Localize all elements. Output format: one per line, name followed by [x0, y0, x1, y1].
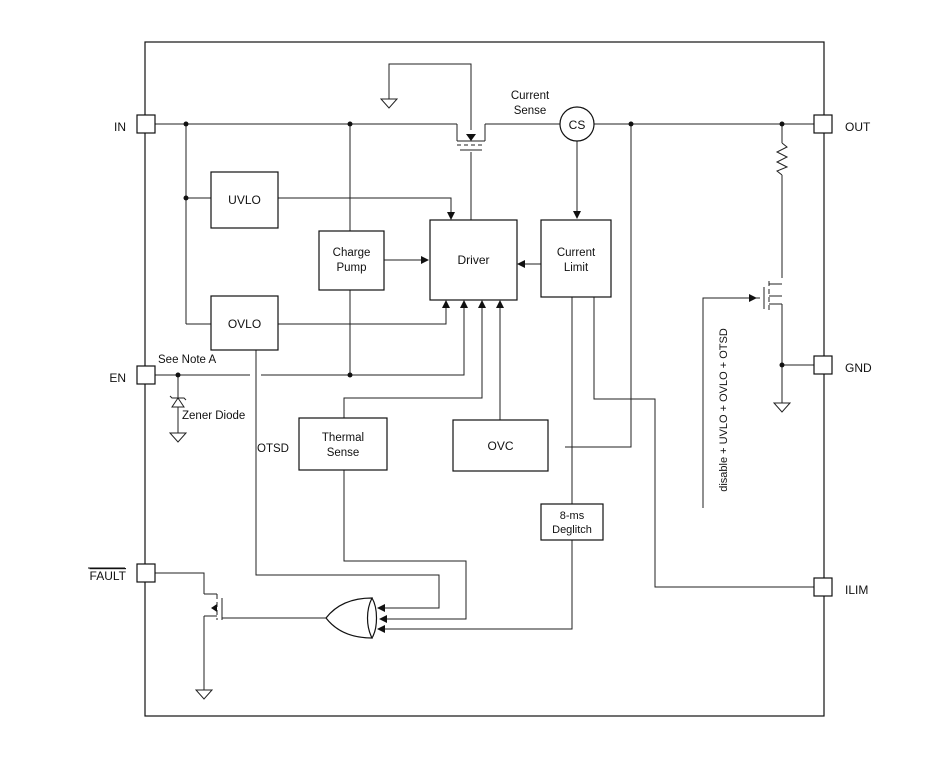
ground-symbol-gate — [379, 98, 399, 109]
cs-label: CS — [569, 118, 586, 132]
charge-pump-label-line2: Pump — [336, 262, 366, 274]
current-sense-label-line2: Sense — [514, 105, 547, 117]
pass-fet — [457, 134, 485, 151]
pin-fault: FAULT — [88, 563, 156, 583]
ovc-label: OVC — [487, 439, 513, 453]
or-gate — [325, 597, 373, 639]
pin-ilim: ILIM — [813, 577, 868, 597]
ground-symbol-fault — [194, 689, 214, 700]
uvlo-block: UVLO — [210, 171, 279, 229]
ground-symbol-zener — [168, 432, 188, 443]
current-limit-block: Current Limit — [540, 219, 612, 298]
current-sense-label-line1: Current — [511, 90, 550, 102]
see-note-label: See Note A — [158, 354, 217, 366]
charge-pump-block: Charge Pump — [318, 230, 385, 291]
arrowheads — [377, 211, 581, 633]
pin-gnd-label: GND — [845, 361, 872, 375]
ovlo-block: OVLO — [210, 295, 279, 351]
pin-gnd: GND — [813, 355, 872, 375]
deglitch-block: 8-ms Deglitch — [540, 503, 604, 541]
pin-in-label: IN — [114, 120, 126, 134]
zener-diode — [169, 375, 187, 433]
discharge-resistor — [775, 142, 789, 176]
pin-fault-label: FAULT — [90, 569, 127, 583]
ovlo-label: OVLO — [228, 317, 261, 331]
pin-en: EN — [109, 365, 156, 385]
uvlo-label: UVLO — [228, 193, 261, 207]
current-limit-label-line1: Current — [557, 247, 596, 259]
fault-fet — [204, 593, 223, 620]
deglitch-label-line2: Deglitch — [552, 524, 592, 536]
charge-pump-label-line1: Charge — [333, 247, 371, 259]
driver-label: Driver — [458, 253, 490, 267]
wiring — [155, 63, 814, 690]
deglitch-label-line1: 8-ms — [560, 510, 585, 522]
thermal-sense-block: Thermal Sense — [298, 417, 388, 471]
cs-block: CS — [559, 106, 595, 142]
ovc-block: OVC — [452, 419, 549, 472]
thermal-sense-label-line1: Thermal — [322, 432, 364, 444]
pin-out-label: OUT — [845, 120, 871, 134]
driver-block: Driver — [429, 219, 518, 301]
junction-dots — [175, 121, 785, 378]
pin-in: IN — [114, 114, 156, 134]
pin-ilim-label: ILIM — [845, 583, 868, 597]
ground-symbol-gnd — [772, 398, 792, 413]
pin-en-label: EN — [109, 371, 126, 385]
zener-label: Zener Diode — [182, 410, 245, 422]
otsd-label: OTSD — [257, 443, 289, 455]
thermal-sense-label-line2: Sense — [327, 447, 360, 459]
pin-out: OUT — [813, 114, 871, 134]
disable-signal-label: disable + UVLO + OVLO + OTSD — [718, 328, 730, 492]
discharge-fet — [749, 281, 782, 312]
current-limit-label-line2: Limit — [564, 262, 589, 274]
